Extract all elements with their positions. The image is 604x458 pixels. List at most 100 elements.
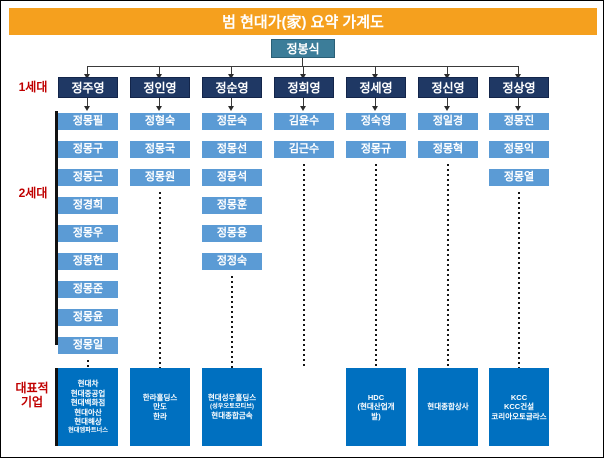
gen2-node: 정몽윤 [58,309,118,326]
dotted-connector [375,164,377,368]
bracket-gen2 [55,111,58,345]
arrow-gen2-3 [227,106,234,111]
gen2-node: 정몽혁 [418,141,478,158]
gen1-node-7: 정상영 [489,77,549,98]
company-name: 현대해상 [74,417,102,427]
gen1-node-5: 정세영 [346,77,406,98]
label-generation-1: 1세대 [18,80,48,94]
gen2-node: 정정숙 [202,253,262,270]
connector-gen2-drop-3 [231,98,232,107]
dotted-connector [87,360,89,368]
company-name: 현대종합상사 [427,402,469,412]
dotted-connector [518,192,520,368]
gen2-node: 정몽규 [346,141,406,158]
arrow-gen2-2 [155,106,162,111]
arrow-gen2-7 [514,106,521,111]
connector-gen1-drop-3 [231,66,232,75]
root-node-jeong-bongsik: 정봉식 [271,39,335,58]
company-name: 만도 [153,402,167,412]
gen2-node: 정형숙 [130,113,190,130]
connector-gen2-drop-1 [87,98,88,107]
dotted-connector [303,164,305,368]
arrow-gen2-6 [443,106,450,111]
gen2-node: 정몽헌 [58,253,118,270]
gen2-node: 정문숙 [202,113,262,130]
label-companies-line2: 기업 [20,394,44,409]
company-name: 현대중공업 [70,388,106,398]
company-name: 한라 [153,411,167,421]
gen1-node-1: 정주영 [58,77,118,98]
gen2-node: 정숙영 [346,113,406,130]
gen1-node-4: 정희영 [274,77,334,98]
gen2-node: 정몽준 [58,281,118,298]
connector-gen1-drop-7 [518,66,519,75]
gen2-node: 정일경 [418,113,478,130]
gen2-node: 정몽원 [130,169,190,186]
gen2-node: 정몽석 [202,169,262,186]
dotted-connector [159,192,161,368]
gen2-node: 정경희 [58,197,118,214]
connector-gen1-drop-5 [375,66,376,75]
company-box: 현대성우홀딩스(성우오토모티브)현대종합금속 [202,368,262,446]
arrow-gen2-5 [371,106,378,111]
connector-gen1-drop-2 [159,66,160,75]
gen2-node: 정몽우 [58,225,118,242]
company-name: 한라홀딩스 [142,392,178,402]
arrow-gen1-4 [299,74,306,79]
label-companies-line1: 대표적 [15,381,49,395]
connector-gen2-drop-2 [159,98,160,107]
arrow-gen1-6 [443,74,450,79]
connector-gen2-drop-6 [447,98,448,107]
connector-gen1-bus [87,66,518,67]
arrow-gen2-1 [83,106,90,111]
dotted-connector [231,276,233,368]
label-generation-2: 2세대 [18,186,48,200]
gen2-node: 정몽일 [58,337,118,354]
connector-gen2-drop-4 [303,98,304,107]
label-representative-companies: 대표적 기업 [7,381,57,410]
page-title: 범 현대가(家) 요약 가계도 [9,8,597,35]
arrow-gen1-2 [155,74,162,79]
gen2-node: 김근수 [274,141,334,158]
gen1-node-6: 정신영 [418,77,478,98]
company-box: 현대종합상사 [418,368,478,446]
gen1-node-3: 정순영 [202,77,262,98]
connector-gen1-drop-4 [303,66,304,75]
company-name: (현대산업개 [357,402,395,412]
gen2-node: 정몽구 [58,141,118,158]
connector-gen2-drop-7 [518,98,519,107]
company-name: KCC [510,392,528,402]
company-name: 현대종합금속 [211,410,253,420]
company-name: 현대차 [77,379,99,389]
connector-gen1-drop-1 [87,66,88,75]
connector-root-stem [302,58,303,66]
gen2-node: 정몽용 [202,225,262,242]
company-name: 현대성우홀딩스 [207,393,257,403]
connector-gen1-drop-6 [447,66,448,75]
gen2-node: 정몽열 [489,169,549,186]
company-name: 현대아산 [74,407,102,417]
gen2-node: 김윤수 [274,113,334,130]
arrow-gen1-3 [227,74,234,79]
arrow-gen1-5 [371,74,378,79]
connector-gen2-drop-5 [375,98,376,107]
arrow-gen1-1 [83,74,90,79]
company-name: HDC [367,392,385,402]
gen2-node: 정몽근 [58,169,118,186]
company-name: 코리아오토글라스 [491,411,547,421]
gen2-node: 정몽필 [58,113,118,130]
gen2-node: 정몽선 [202,141,262,158]
company-name: KCC건설 [503,402,535,412]
arrow-gen1-7 [514,74,521,79]
gen2-node: 정몽익 [489,141,549,158]
gen1-node-2: 정인영 [130,77,190,98]
company-name: 현대백화점 [70,398,106,408]
gen2-node: 정몽국 [130,141,190,158]
gen2-node: 정몽진 [489,113,549,130]
company-name: (성우오토모티브) [210,403,254,411]
company-name: 발) [371,411,381,421]
